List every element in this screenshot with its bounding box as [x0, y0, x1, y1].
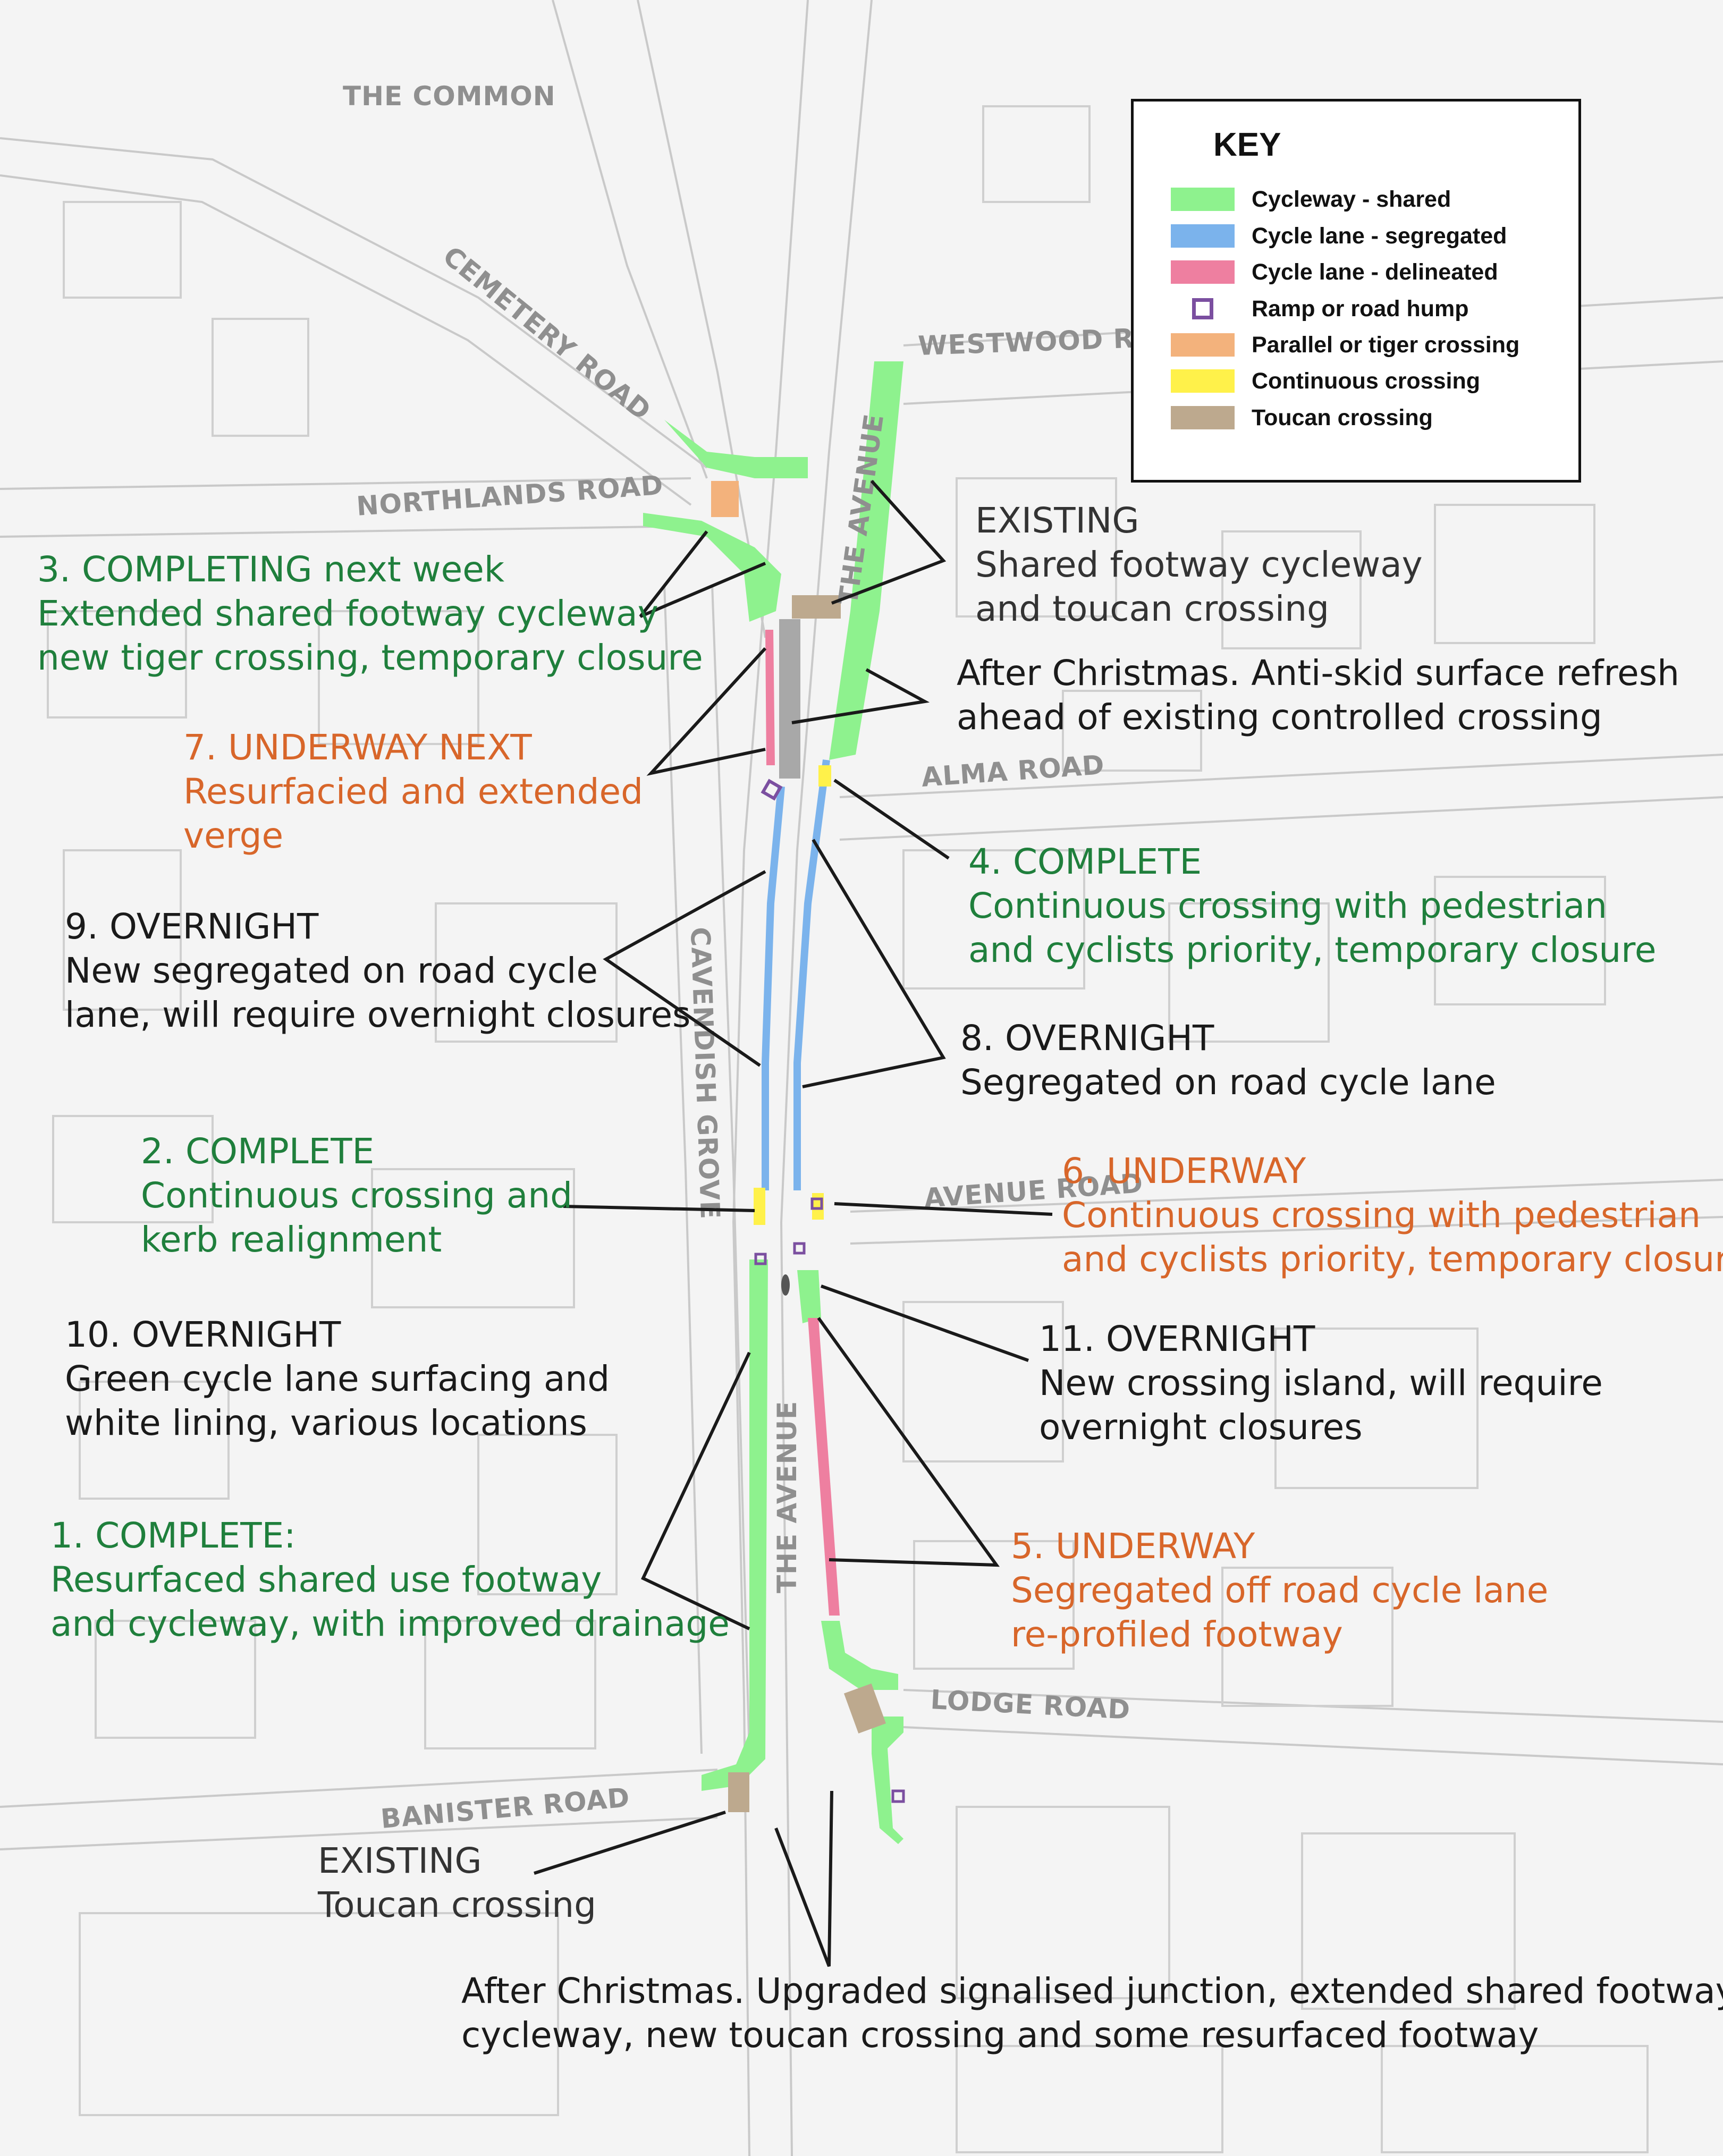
legend-item-cycleway-shared: Cycleway - shared	[1171, 183, 1451, 215]
annotation-title: 5. UNDERWAY	[1011, 1526, 1255, 1567]
annotation-3: 3. COMPLETING next week Extended shared …	[37, 547, 703, 680]
road-label-the-common: THE COMMON	[343, 81, 556, 112]
legend-label: Toucan crossing	[1252, 404, 1433, 430]
legend-swatch	[1171, 260, 1235, 284]
annotation-2: 2. COMPLETE Continuous crossing and kerb…	[141, 1129, 572, 1262]
annotation-line: overnight closures	[1039, 1407, 1363, 1448]
annotation-title: 7. UNDERWAY NEXT	[183, 727, 532, 768]
annotation-after-christmas-top: After Christmas. Anti-skid surface refre…	[957, 651, 1679, 739]
cycle-lane-delineated-features	[765, 630, 840, 1616]
cycleway-shared-features	[643, 361, 903, 1844]
annotation-line: and cyclists priority, temporary closure	[968, 929, 1657, 970]
legend-item-ramp-hump: Ramp or road hump	[1171, 293, 1469, 325]
annotation-line: Extended shared footway cycleway	[37, 593, 658, 634]
annotation-line: kerb realignment	[141, 1219, 442, 1260]
leader-lines	[534, 479, 1053, 1967]
crossing-features	[711, 481, 905, 1812]
legend-swatch	[1171, 224, 1235, 248]
legend-swatch	[1171, 406, 1235, 429]
annotation-7: 7. UNDERWAY NEXT Resurfacied and extende…	[183, 725, 643, 858]
annotation-title: 2. COMPLETE	[141, 1131, 375, 1172]
annotation-title: 11. OVERNIGHT	[1039, 1318, 1315, 1359]
annotation-line: After Christmas. Upgraded signalised jun…	[461, 1971, 1723, 2011]
annotation-10: 10. OVERNIGHT Green cycle lane surfacing…	[65, 1313, 610, 1445]
annotation-8: 8. OVERNIGHT Segregated on road cycle la…	[960, 1016, 1496, 1104]
annotation-line: new tiger crossing, temporary closure	[37, 637, 703, 678]
legend-item-cycle-lane-delineated: Cycle lane - delineated	[1171, 256, 1498, 288]
annotation-line: After Christmas. Anti-skid surface refre…	[957, 653, 1679, 694]
map-legend: KEY Cycleway - shared Cycle lane - segre…	[1131, 99, 1581, 483]
legend-label: Ramp or road hump	[1252, 295, 1469, 322]
annotation-line: New crossing island, will require	[1039, 1363, 1603, 1403]
annotation-line: white lining, various locations	[65, 1402, 587, 1443]
annotation-line: and toucan crossing	[975, 588, 1329, 629]
annotation-line: Segregated off road cycle lane	[1011, 1570, 1549, 1611]
legend-swatch	[1171, 188, 1235, 211]
annotation-line: cycleway, new toucan crossing and some r…	[461, 2015, 1539, 2056]
legend-item-cycle-lane-segregated: Cycle lane - segregated	[1171, 220, 1507, 252]
annotation-title: EXISTING	[318, 1840, 482, 1881]
annotation-title: 3. COMPLETING next week	[37, 549, 505, 590]
annotation-title: 9. OVERNIGHT	[65, 906, 319, 947]
ramp-hump-icon	[1192, 298, 1213, 319]
annotation-line: Continuous crossing with pedestrian	[1062, 1195, 1701, 1236]
annotation-title: 8. OVERNIGHT	[960, 1018, 1214, 1059]
annotation-line: Green cycle lane surfacing and	[65, 1358, 610, 1399]
legend-label: Cycle lane - segregated	[1252, 223, 1507, 249]
annotation-title: 10. OVERNIGHT	[65, 1314, 341, 1355]
annotation-existing-bottom: EXISTING Toucan crossing	[318, 1839, 596, 1927]
annotation-title: 1. COMPLETE:	[50, 1515, 296, 1556]
cycle-lane-segregated-features	[762, 759, 830, 1190]
annotation-line: lane, will require overnight closures	[65, 994, 691, 1035]
annotation-line: and cyclists priority, temporary closure	[1062, 1239, 1723, 1280]
legend-title: KEY	[1213, 126, 1281, 163]
annotation-line: Resurfacied and extended	[183, 771, 643, 812]
legend-swatch	[1171, 333, 1235, 357]
legend-label: Cycle lane - delineated	[1252, 259, 1498, 285]
annotation-line: Shared footway cycleway	[975, 544, 1423, 585]
annotation-line: Segregated on road cycle lane	[960, 1062, 1496, 1103]
base-map-buildings	[47, 105, 1649, 2153]
annotation-existing-top: EXISTING Shared footway cycleway and tou…	[975, 498, 1423, 631]
legend-label: Parallel or tiger crossing	[1252, 332, 1520, 358]
annotation-title: 6. UNDERWAY	[1062, 1151, 1306, 1191]
annotation-4: 4. COMPLETE Continuous crossing with ped…	[968, 840, 1657, 972]
legend-label: Continuous crossing	[1252, 368, 1480, 394]
annotation-after-christmas-bottom: After Christmas. Upgraded signalised jun…	[461, 1969, 1723, 2057]
annotation-line: verge	[183, 815, 284, 856]
legend-item-parallel-tiger: Parallel or tiger crossing	[1171, 329, 1519, 361]
annotation-9: 9. OVERNIGHT New segregated on road cycl…	[65, 904, 690, 1037]
annotation-5: 5. UNDERWAY Segregated off road cycle la…	[1011, 1524, 1548, 1656]
legend-swatch	[1171, 369, 1235, 393]
annotation-line: ahead of existing controlled crossing	[957, 697, 1602, 738]
annotation-line: and cycleway, with improved drainage	[50, 1603, 730, 1644]
annotation-6: 6. UNDERWAY Continuous crossing with ped…	[1062, 1149, 1723, 1281]
legend-item-continuous: Continuous crossing	[1171, 365, 1480, 397]
annotation-line: New segregated on road cycle	[65, 950, 598, 991]
annotation-11: 11. OVERNIGHT New crossing island, will …	[1039, 1317, 1603, 1449]
annotation-line: Resurfaced shared use footway	[50, 1559, 602, 1600]
legend-label: Cycleway - shared	[1252, 186, 1451, 212]
road-label-the-avenue-south: THE AVENUE	[772, 1401, 803, 1593]
annotation-line: Toucan crossing	[318, 1884, 597, 1925]
legend-item-toucan: Toucan crossing	[1171, 402, 1433, 434]
annotation-line: Continuous crossing and	[141, 1175, 573, 1216]
annotation-1: 1. COMPLETE: Resurfaced shared use footw…	[50, 1514, 730, 1646]
annotation-title: EXISTING	[975, 500, 1139, 541]
annotation-line: Continuous crossing with pedestrian	[968, 885, 1607, 926]
annotation-line: re-profiled footway	[1011, 1614, 1343, 1655]
annotation-title: 4. COMPLETE	[968, 841, 1202, 882]
